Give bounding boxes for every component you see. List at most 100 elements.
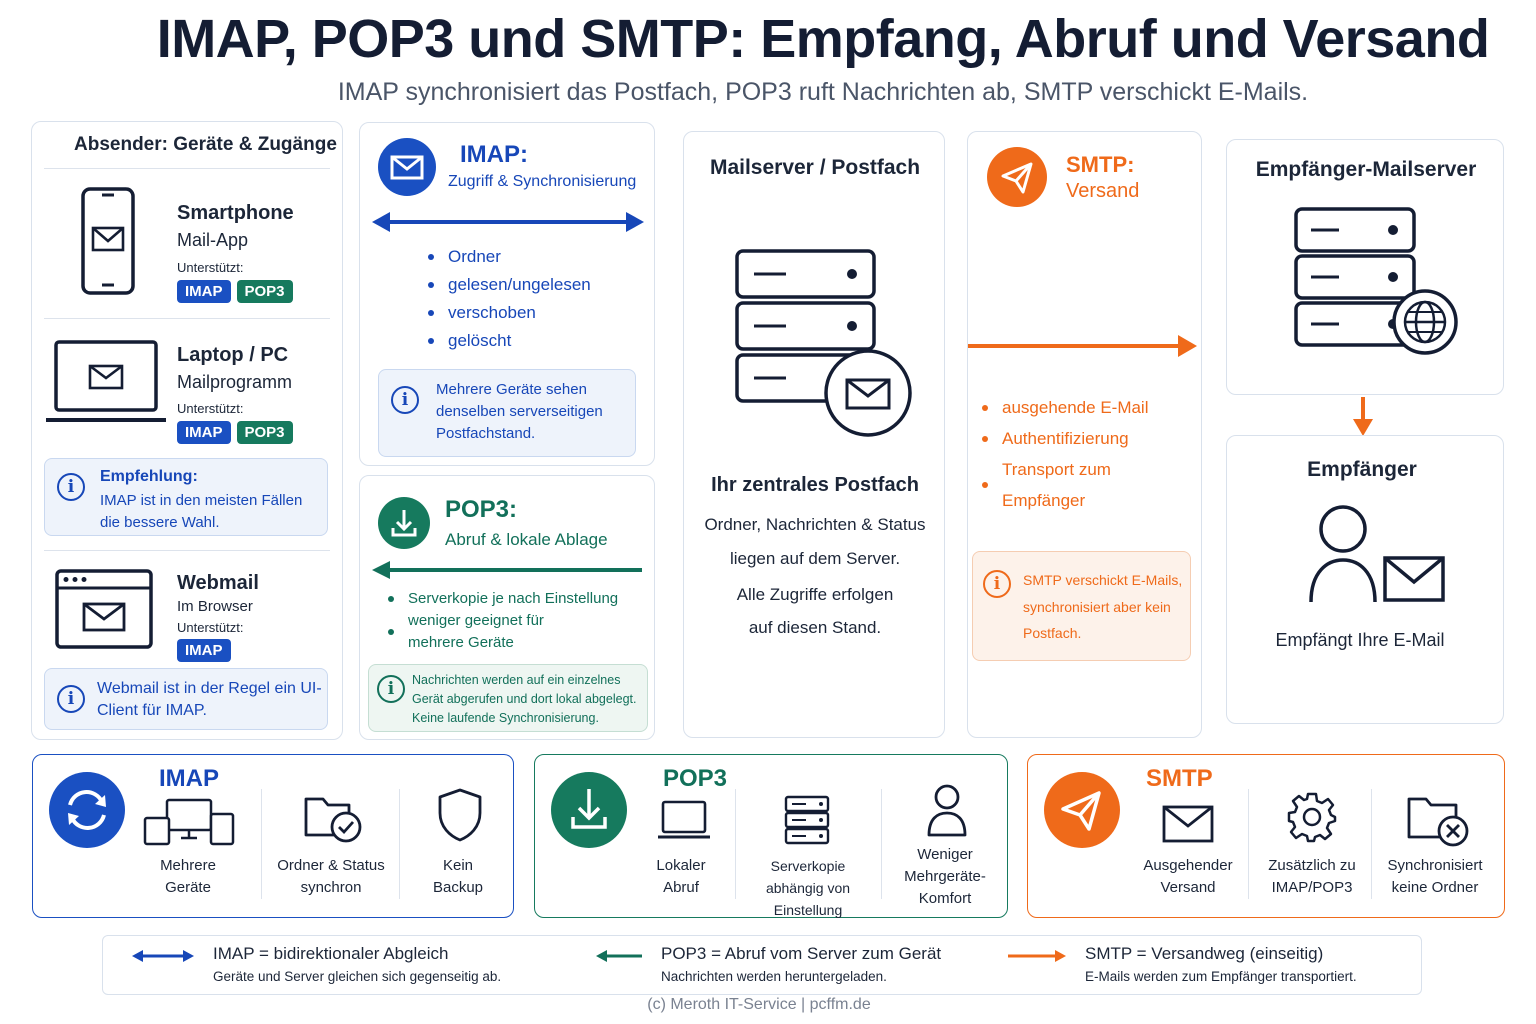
legend-desc: Nachrichten werden heruntergeladen. [661,969,887,984]
tag-imap: IMAP [177,421,231,444]
supports-label: Unterstützt: [177,620,244,635]
list-item: Transport zum Empfänger [980,454,1130,516]
device-name: Smartphone [177,202,294,224]
recipient-server-title: Empfänger-Mailserver [1255,158,1477,181]
pop3-note: Nachrichten werden auf ein einzelnes Ger… [412,673,637,725]
legend-desc: Geräte und Server gleichen sich gegensei… [213,969,502,984]
person-mail-icon [1307,502,1449,611]
imap-sync-list: Ordner gelesen/ungelesen verschoben gelö… [426,243,591,355]
envelope-icon [377,137,437,202]
server-mail-icon [734,248,914,447]
recommendation-text: IMAP ist in den meisten Fällen die besse… [100,492,303,531]
tag-pop3: POP3 [236,421,293,444]
imap-note: Mehrere Geräte sehen denselben serversei… [436,381,603,442]
footer-copyright: (c) Meroth IT-Service | pcffm.de [647,996,871,1013]
device-name: Laptop / PC [177,344,289,366]
bidirectional-arrow [370,210,646,239]
laptop-icon [44,338,168,433]
supports-label: Unterstützt: [177,260,244,275]
pop3-title: POP3: [445,496,518,523]
smtp-summary: SMTP Ausgehender Versand Zusätzlich zu I… [1027,754,1505,918]
list-item: Authentifizierung [980,423,1180,454]
feature-label: Ordner & Status synchron [277,857,385,896]
page-title: IMAP, POP3 und SMTP: Empfang, Abruf und … [156,9,1490,69]
mailserver-panel: Mailserver / Postfach Ihr zentrales Post… [683,131,945,738]
sync-icon [48,771,126,854]
multi-device-icon [143,798,235,851]
device-sub: Im Browser [177,598,253,615]
mailserver-subtitle: Ihr zentrales Postfach [711,474,919,496]
recommendation-title: Empfehlung: [100,468,198,485]
smtp-subtitle: Versand [1066,180,1140,202]
feature-label: Zusätzlich zu IMAP/POP3 [1268,857,1356,896]
list-item: Serverkopie je nach Einstellung [386,588,636,610]
folder-check-icon [303,791,363,848]
legend-left-arrow [595,948,643,969]
down-arrow [1351,397,1375,442]
smtp-title: SMTP: [1066,152,1135,177]
feature-label: Mehrere Geräte [160,857,216,896]
list-item: verschoben [426,299,591,327]
smtp-note-box: i SMTP verschickt E-Mails, synchronisier… [972,551,1191,661]
smtp-note: SMTP verschickt E-Mails, synchronisiert … [1023,572,1183,641]
legend-bidirectional-arrow [131,948,195,969]
server-icon [784,795,830,850]
list-item: Ordner [426,243,591,271]
feature-label: Lokaler Abruf [656,857,706,896]
download-arrow [370,559,646,586]
info-icon: i [391,386,419,414]
device-sub: Mail-App [177,230,249,250]
recipient-text: Empfängt Ihre E-Mail [1275,630,1445,650]
device-name: Webmail [177,572,259,594]
mailserver-line: liegen auf dem Server. [729,549,901,568]
sender-panel: Absender: Geräte & Zugänge Smartphone Ma… [31,121,343,740]
mailserver-title: Mailserver / Postfach [709,156,921,179]
shield-icon [436,787,484,848]
info-icon: i [983,570,1011,598]
list-item: gelöscht [426,327,591,355]
imap-subtitle: Zugriff & Synchronisierung [448,173,637,190]
list-item: ausgehende E-Mail [980,392,1180,423]
feature-label: Synchronisiert keine Ordner [1387,857,1483,896]
paper-plane-icon [986,146,1048,213]
legend-label: IMAP = bidirektionaler Abgleich [213,944,449,963]
legend: IMAP = bidirektionaler Abgleich Geräte u… [102,935,1422,995]
download-icon [377,496,431,555]
webmail-note: Webmail ist in der Regel ein UI-Client f… [97,680,322,719]
smtp-list: ausgehende E-Mail Authentifizierung Tran… [980,392,1180,516]
mailserver-line: auf diesen Stand. [748,618,882,637]
pop3-summary: POP3 Lokaler Abruf Serverkopie abhängig … [534,754,1008,918]
smtp-panel: SMTP: Versand ausgehende E-Mail Authenti… [967,131,1202,738]
mailserver-line: Ordner, Nachrichten & Status [704,515,926,534]
download-icon [550,771,628,854]
imap-note-box: i Mehrere Geräte sehen denselben servers… [378,369,636,457]
info-icon: i [57,473,85,501]
recipient-title: Empfänger [1307,458,1417,481]
pop3-list: Serverkopie je nach Einstellung weniger … [386,588,636,654]
pop3-note-box: i Nachrichten werden auf ein einzelnes G… [368,664,648,732]
list-item: weniger geeignet für mehrere Geräte [386,610,556,654]
gear-icon [1286,791,1338,848]
pop3-subtitle: Abruf & lokale Ablage [445,530,608,549]
legend-desc: E-Mails werden zum Empfänger transportie… [1085,969,1357,984]
feature-label: Kein Backup [432,857,484,896]
imap-summary-title: IMAP [159,765,219,792]
browser-icon [54,568,154,655]
person-icon [925,783,969,842]
recipient-panel: Empfänger Empfängt Ihre E-Mail [1226,435,1504,724]
tag-imap: IMAP [177,280,231,303]
folder-x-icon [1406,793,1470,852]
pop3-summary-title: POP3 [663,765,728,792]
server-globe-icon [1293,206,1465,363]
supports-label: Unterstützt: [177,401,244,416]
mailserver-line: Alle Zugriffe erfolgen [736,585,894,604]
sender-heading: Absender: Geräte & Zugänge [74,134,337,155]
paper-plane-icon [1043,771,1121,854]
device-sub: Mailprogramm [177,372,293,392]
legend-label: POP3 = Abruf vom Server zum Gerät [661,944,942,963]
legend-label: SMTP = Versandweg (einseitig) [1085,944,1324,963]
info-icon: i [377,675,405,703]
recipient-server-panel: Empfänger-Mailserver [1226,139,1504,395]
envelope-icon [1162,805,1214,848]
tag-imap: IMAP [177,639,231,662]
